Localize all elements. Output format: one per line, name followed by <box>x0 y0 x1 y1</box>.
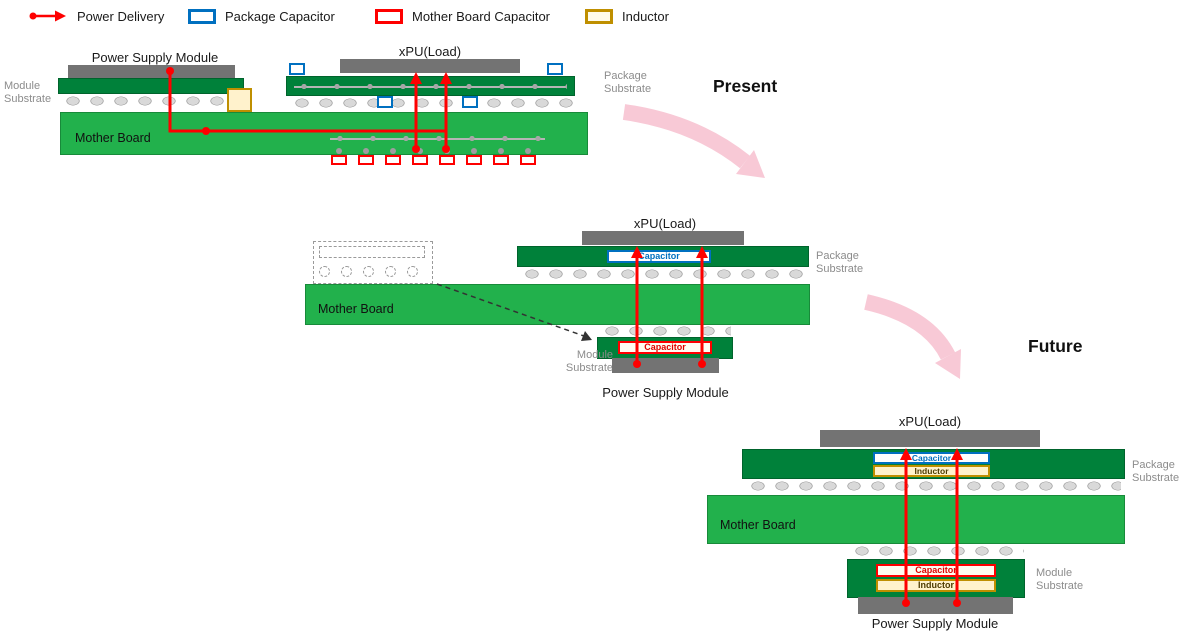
present-power-supply-module-bar <box>68 65 235 78</box>
capacitor-label: Capacitor <box>911 452 952 463</box>
legend-item-package-capacitor: Package Capacitor <box>188 7 335 25</box>
future-package-solder-balls <box>747 479 1121 495</box>
present-package-substrate-label: Package Substrate <box>604 70 652 96</box>
legend-label-power-delivery: Power Delivery <box>77 8 165 24</box>
middle-power-supply-module-label: Power Supply Module <box>602 385 729 400</box>
present-module-substrate-label: Module Substrate <box>4 80 52 106</box>
present-mother-board-capacitors <box>331 148 536 165</box>
present-module-solder-balls <box>62 94 240 109</box>
middle-mother-board-label: Mother Board <box>318 302 394 316</box>
ghost-ball <box>363 266 374 277</box>
mother-board-capacitor-icon <box>466 148 482 165</box>
mother-board-capacitor-icon <box>520 148 536 165</box>
middle-module-capacitor: Capacitor <box>618 341 712 354</box>
capacitor-label: Capacitor <box>644 342 686 352</box>
removed-power-supply-module-ghost <box>313 241 433 284</box>
mother-board-capacitor-icon <box>331 148 347 165</box>
mother-board-capacitor-icon <box>358 148 374 165</box>
present-heading: Present <box>713 76 778 96</box>
present-package-capacitor-icon <box>377 96 393 108</box>
middle-package-solder-balls <box>521 267 808 282</box>
legend-label-package-capacitor: Package Capacitor <box>225 8 335 24</box>
future-xpu-die <box>820 430 1040 447</box>
package-capacitor-icon <box>188 8 216 24</box>
future-package-capacitor: Capacitor <box>873 452 990 464</box>
present-xpu-label: xPU(Load) <box>398 44 462 59</box>
mother-board-capacitor-icon <box>375 8 403 24</box>
future-power-supply-module-bar <box>858 597 1013 614</box>
ghost-ball <box>407 266 418 277</box>
middle-module-solder-balls <box>601 324 731 338</box>
future-xpu-label: xPU(Load) <box>898 414 962 429</box>
middle-xpu-die <box>582 231 744 245</box>
present-mother-board-trace <box>330 134 545 143</box>
mother-board-capacitor-icon <box>385 148 401 165</box>
inductor-icon <box>585 8 613 24</box>
future-mother-board <box>707 495 1125 544</box>
present-to-middle-flow-arrow <box>622 104 765 178</box>
legend-label-mother-board-capacitor: Mother Board Capacitor <box>412 8 551 24</box>
present-package-capacitor-icon <box>289 63 305 75</box>
future-package-substrate-label: Package Substrate <box>1132 459 1180 485</box>
ghost-ball <box>385 266 396 277</box>
middle-xpu-label: xPU(Load) <box>633 216 697 231</box>
present-xpu-die <box>340 59 520 73</box>
future-heading: Future <box>1028 336 1083 356</box>
legend-item-power-delivery: Power Delivery <box>28 7 164 25</box>
inductor-label: Inductor <box>918 580 954 590</box>
future-module-solder-balls <box>851 544 1024 559</box>
mother-board-capacitor-icon <box>439 148 455 165</box>
capacitor-label: Capacitor <box>638 251 680 261</box>
future-module-substrate-label: Module Substrate <box>1036 567 1084 593</box>
inductor-label: Inductor <box>914 465 949 476</box>
present-package-capacitor-icon <box>547 63 563 75</box>
present-package-trace <box>294 82 567 91</box>
middle-module-substrate-label: Module Substrate <box>565 349 613 375</box>
legend-item-mother-board-capacitor: Mother Board Capacitor <box>375 7 550 25</box>
middle-package-capacitor: Capacitor <box>607 250 711 263</box>
ghost-substrate <box>319 246 425 258</box>
mother-board-capacitor-icon <box>412 148 428 165</box>
present-mother-board-label: Mother Board <box>75 131 151 145</box>
future-module-capacitor: Capacitor <box>876 564 996 577</box>
future-module-inductor: Inductor <box>876 579 996 592</box>
present-package-capacitor-icon <box>462 96 478 108</box>
middle-power-supply-module-bar <box>612 358 719 373</box>
mother-board-capacitor-icon <box>493 148 509 165</box>
future-mother-board-label: Mother Board <box>720 518 796 532</box>
power-delivery-icon <box>29 10 66 22</box>
legend-item-inductor: Inductor <box>585 7 669 25</box>
legend-label-inductor: Inductor <box>622 8 669 24</box>
present-inductor-icon <box>227 88 252 112</box>
capacitor-label: Capacitor <box>915 565 957 575</box>
middle-package-substrate-label: Package Substrate <box>816 250 864 276</box>
future-power-supply-module-label: Power Supply Module <box>871 616 999 631</box>
future-package-inductor: Inductor <box>873 465 990 477</box>
middle-to-future-flow-arrow <box>864 294 961 379</box>
present-package-solder-balls <box>291 96 573 111</box>
present-module-substrate-board <box>58 78 244 94</box>
ghost-ball <box>319 266 330 277</box>
present-power-supply-module-label: Power Supply Module <box>91 50 219 65</box>
ghost-ball <box>341 266 352 277</box>
